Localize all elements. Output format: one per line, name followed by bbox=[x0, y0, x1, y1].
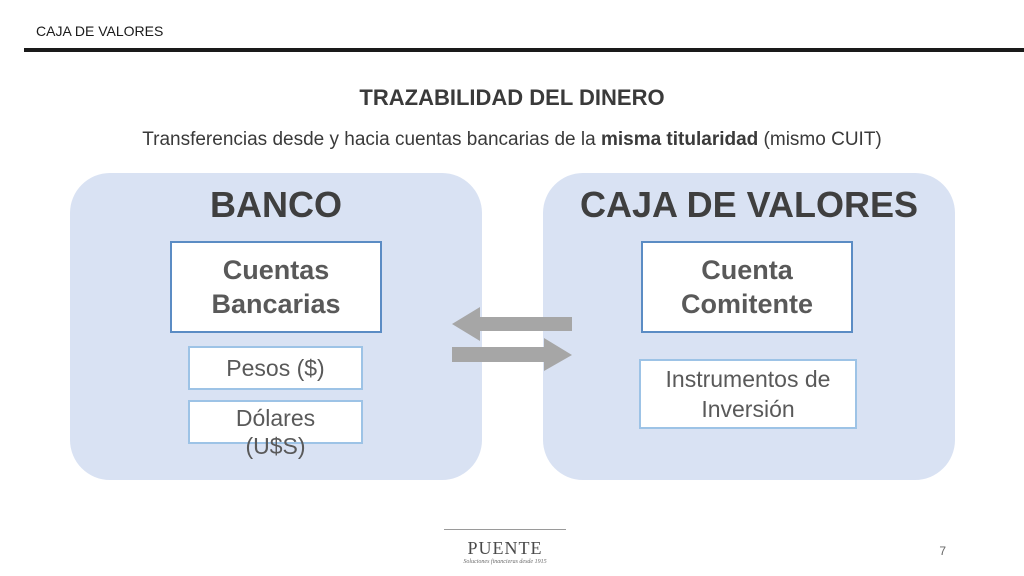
pesos-box: Pesos ($) bbox=[188, 346, 363, 390]
pesos-label: Pesos ($) bbox=[226, 355, 325, 381]
arrow-right-icon bbox=[452, 338, 572, 371]
dolares-label: Dólares (U$S) bbox=[235, 405, 316, 459]
bidirectional-transfer-arrows-icon bbox=[452, 307, 572, 371]
header-label: CAJA DE VALORES bbox=[36, 23, 164, 39]
puente-logo: PUENTE bbox=[467, 538, 543, 558]
instruments-label: Instrumentos de Inversión bbox=[665, 366, 831, 422]
bank-panel-title: BANCO bbox=[210, 184, 342, 225]
comitente-account-box: Cuenta Comitente bbox=[641, 241, 853, 333]
comitente-line-1: Cuenta bbox=[701, 255, 793, 285]
instruments-box: Instrumentos de Inversión bbox=[639, 359, 857, 429]
comitente-line-2: Comitente bbox=[680, 289, 813, 319]
puente-tagline: Soluciones financieras desde 1915 bbox=[463, 559, 547, 565]
subtitle-text-end: (mismo CUIT) bbox=[758, 129, 882, 150]
slide-subtitle: Transferencias desde y hacia cuentas ban… bbox=[0, 129, 1024, 151]
logo-divider bbox=[444, 529, 566, 530]
bank-accounts-line-1: Cuentas bbox=[222, 255, 330, 285]
page-number: 7 bbox=[939, 544, 946, 558]
subtitle-text-start: Transferencias desde y hacia cuentas ban… bbox=[142, 129, 601, 150]
dolares-box: Dólares (U$S) bbox=[188, 400, 363, 459]
caja-panel-title: CAJA DE VALORES bbox=[579, 184, 919, 225]
arrow-left-icon bbox=[452, 307, 572, 341]
slide-title: TRAZABILIDAD DEL DINERO bbox=[359, 85, 665, 110]
header-divider bbox=[24, 48, 1024, 52]
bank-accounts-line-2: Bancarias bbox=[211, 289, 341, 319]
bank-accounts-box: Cuentas Bancarias bbox=[170, 241, 382, 333]
subtitle-emphasis: misma titularidad bbox=[600, 129, 759, 150]
